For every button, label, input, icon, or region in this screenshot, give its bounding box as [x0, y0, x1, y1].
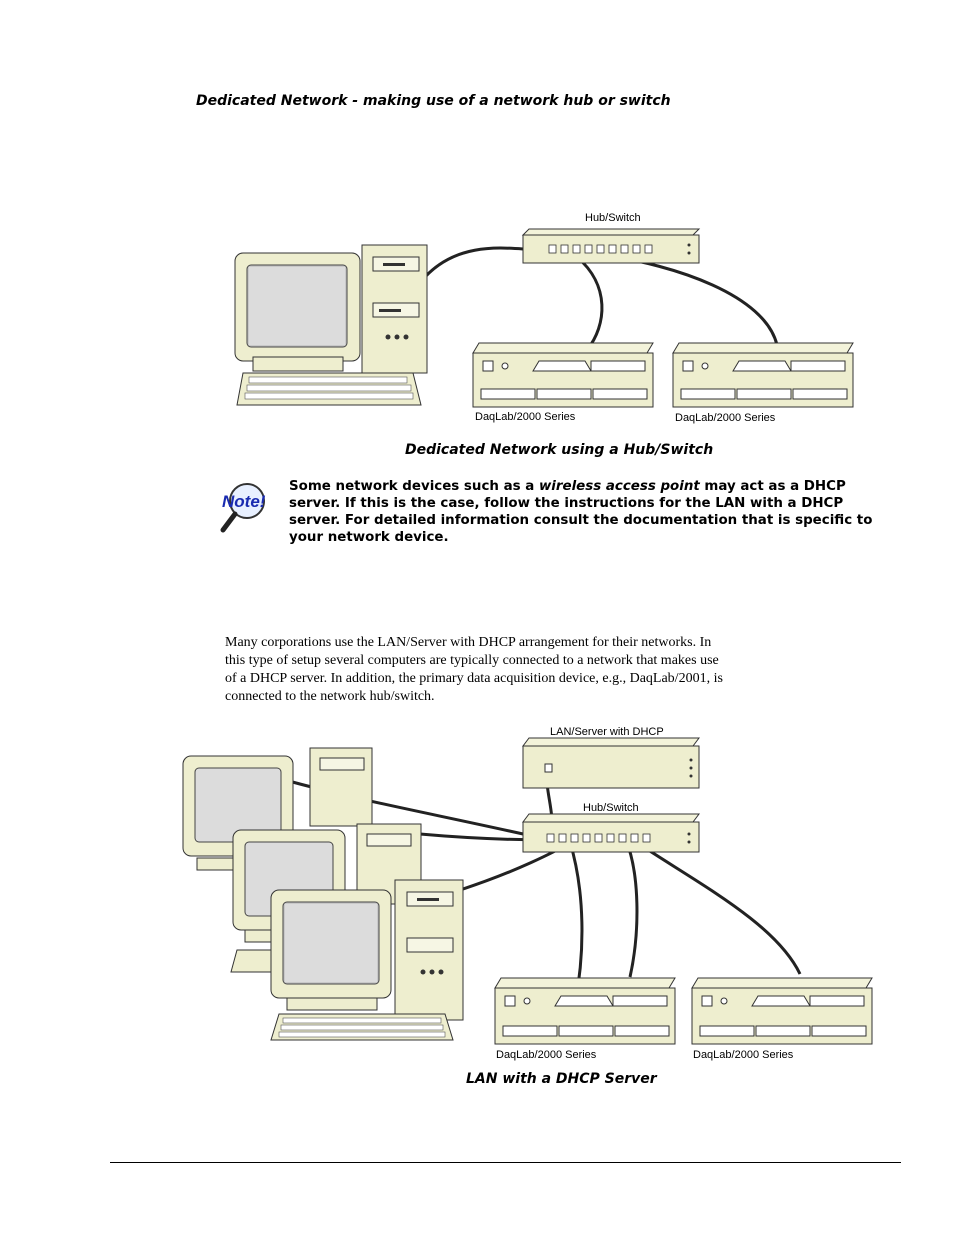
daqlab-device-3	[494, 977, 676, 1045]
paragraph-line: Many corporations use the LAN/Server wit…	[225, 635, 712, 650]
paragraph-line: of a DHCP server. In addition, the prima…	[225, 671, 723, 686]
computer-front	[270, 879, 464, 1041]
cable-hub-device2	[602, 253, 779, 346]
cable-pc-hub	[423, 246, 524, 279]
note-icon-text: Note!	[222, 492, 266, 511]
server-label: LAN/Server with DHCP	[550, 726, 664, 738]
hub-label-2: Hub/Switch	[583, 802, 639, 814]
figure-dedicated-network: Hub/Switch DaqLab/2000 Series DaqLab/200…	[234, 212, 854, 424]
device3-label: DaqLab/2000 Series	[496, 1049, 597, 1061]
hub-switch	[521, 228, 701, 264]
footer-rule	[110, 1162, 901, 1163]
note-text: Some network devices such as a wireless …	[289, 479, 873, 545]
hub-label: Hub/Switch	[585, 212, 641, 224]
dhcp-server	[522, 737, 700, 789]
device4-label: DaqLab/2000 Series	[693, 1049, 794, 1061]
paragraph-line: this type of setup several computers are…	[225, 653, 719, 668]
device2-label: DaqLab/2000 Series	[675, 412, 776, 424]
daqlab-device-2	[672, 342, 854, 408]
pc-keyboard	[236, 372, 422, 406]
figure1-caption: Dedicated Network using a Hub/Switch	[405, 442, 714, 458]
daqlab-device-1	[472, 342, 654, 408]
section-heading: Dedicated Network - making use of a netw…	[196, 93, 671, 109]
body-paragraph: Many corporations use the LAN/Server wit…	[225, 634, 785, 706]
daqlab-device-4	[691, 977, 873, 1045]
note-icon: Note!	[220, 483, 266, 533]
figure-lan-dhcp: LAN/Server with DHCP Hub/Switch	[182, 726, 873, 1061]
hub-switch-2	[522, 813, 700, 853]
figure2-caption: LAN with a DHCP Server	[466, 1071, 657, 1087]
paragraph-line: connected to the network hub/switch.	[225, 689, 435, 704]
computer-back	[182, 747, 373, 871]
cable-hub-device1	[576, 255, 604, 351]
device1-label: DaqLab/2000 Series	[475, 411, 576, 423]
pc-monitor	[234, 252, 361, 372]
pc-tower	[361, 244, 428, 374]
